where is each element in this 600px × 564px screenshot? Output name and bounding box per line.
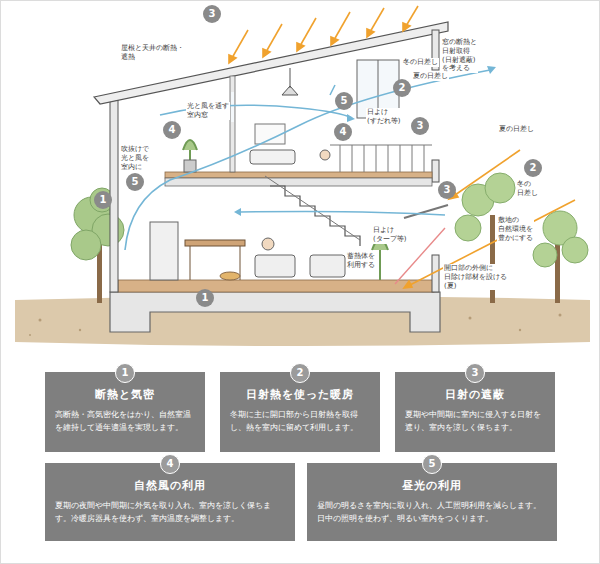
- annotation: 夏の日差し: [498, 125, 535, 134]
- annotation: 夏の日差し: [412, 72, 449, 81]
- callout-number: 4: [163, 121, 181, 139]
- callout-number: 3: [203, 5, 221, 23]
- callout-number: 1: [94, 191, 112, 209]
- callout-number: 2: [290, 363, 310, 383]
- info-box: 1断熱と気密高断熱・高気密化をはかり、自然室温を維持して通年適温を実現します。: [45, 372, 205, 452]
- annotation: 吹抜けで 光と風を 室内に: [120, 145, 150, 171]
- annotation: 蓄熱体を 利用する: [346, 252, 376, 270]
- annotation: 日よけ (タープ等): [372, 226, 407, 244]
- callout-number: 3: [411, 117, 429, 135]
- callout-number: 2: [393, 79, 411, 97]
- info-box: 2日射熱を使った暖房冬期に主に開口部から日射熱を取得し、熱を室内に留めて利用しま…: [220, 372, 380, 452]
- box-heading: 日射熱を使った暖房: [226, 387, 374, 402]
- box-body: 夏期や中間期に室内に侵入する日射を遮り、室内を涼しく保ちます。: [405, 408, 545, 434]
- annotation: 光と風を通す 室内窓: [186, 102, 230, 120]
- callout-number: 5: [335, 92, 353, 110]
- callout-number: 1: [196, 289, 214, 307]
- annotation: 屋根と天井の断熱・遮熱: [120, 44, 185, 62]
- box-body: 昼間の明るさを室内に取り入れ、人工照明利用を減らします。日中の照明を使わず、明る…: [317, 499, 547, 525]
- box-body: 高断熱・高気密化をはかり、自然室温を維持して通年適温を実現します。: [55, 408, 195, 434]
- box-body: 夏期の夜間や中間期に外気を取り入れ、室内を涼しく保ちます。冷暖房器具を使わず、室…: [55, 499, 285, 525]
- box-heading: 断熱と気密: [51, 387, 199, 402]
- annotation: 窓の断熱と 日射取得(日射遮蔽) を考える: [441, 38, 478, 73]
- callout-number: 5: [126, 173, 144, 191]
- box-heading: 日射の遮蔽: [401, 387, 549, 402]
- annotation: 冬の 日差し: [516, 180, 539, 198]
- callout-number: 3: [465, 363, 485, 383]
- callout-number: 4: [334, 123, 352, 141]
- callout-number: 3: [438, 181, 456, 199]
- annotation: 冬の日差し: [402, 58, 439, 67]
- callout-number: 2: [524, 159, 542, 177]
- info-box: 3日射の遮蔽夏期や中間期に室内に侵入する日射を遮り、室内を涼しく保ちます。: [395, 372, 555, 452]
- box-body: 冬期に主に開口部から日射熱を取得し、熱を室内に留めて利用します。: [230, 408, 370, 434]
- callout-number: 4: [160, 454, 180, 474]
- callout-number: 1: [115, 363, 135, 383]
- annotation: 開口部の外側に 日除け部材を設ける(夏): [443, 264, 508, 290]
- callout-number: 5: [422, 454, 442, 474]
- box-heading: 昼光の利用: [313, 478, 551, 493]
- info-box: 4自然風の利用夏期の夜間や中間期に外気を取り入れ、室内を涼しく保ちます。冷暖房器…: [45, 463, 295, 541]
- info-box: 5昼光の利用昼間の明るさを室内に取り入れ、人工照明利用を減らします。日中の照明を…: [307, 463, 557, 541]
- annotation: 日よけ (すだれ等): [366, 108, 401, 126]
- annotation: 敷地の 自然環境を 豊かにする: [497, 216, 534, 242]
- box-heading: 自然風の利用: [51, 478, 289, 493]
